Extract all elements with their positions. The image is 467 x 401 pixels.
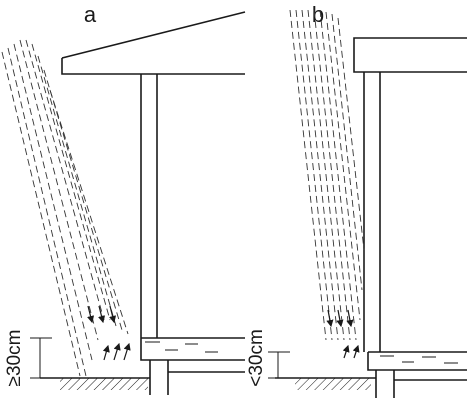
panel-b-fall-arrows (326, 309, 354, 328)
panel-b-rain (289, 9, 365, 341)
panel-a-splash-arrows (102, 342, 131, 361)
panel-a-dimension-label: ≥30cm (4, 330, 25, 387)
panel-a-label: a (84, 2, 97, 27)
panel-b: b (246, 2, 467, 398)
panel-b-dimension-label: <30cm (246, 329, 267, 387)
panel-b-foundation (375, 370, 467, 398)
panel-b-splash-arrows (342, 344, 360, 359)
panel-a-ground-hatch (60, 378, 148, 390)
panel-a-dimension: ≥30cm (4, 330, 52, 387)
panel-a-rain (1, 39, 129, 377)
panel-a-fall-arrows (87, 305, 117, 324)
panel-b-roof (353, 37, 467, 73)
panel-a: a (1, 2, 246, 395)
panel-b-wall (363, 72, 381, 352)
panel-a-floor-slab (140, 337, 245, 361)
panel-b-label: b (312, 2, 324, 27)
panel-a-roof (61, 11, 246, 75)
panel-b-floor-slab (367, 351, 467, 371)
panel-b-ground-hatch (295, 378, 371, 390)
panel-a-wall (140, 74, 158, 338)
panel-a-foundation (149, 360, 245, 395)
panel-b-dimension: <30cm (246, 329, 290, 387)
